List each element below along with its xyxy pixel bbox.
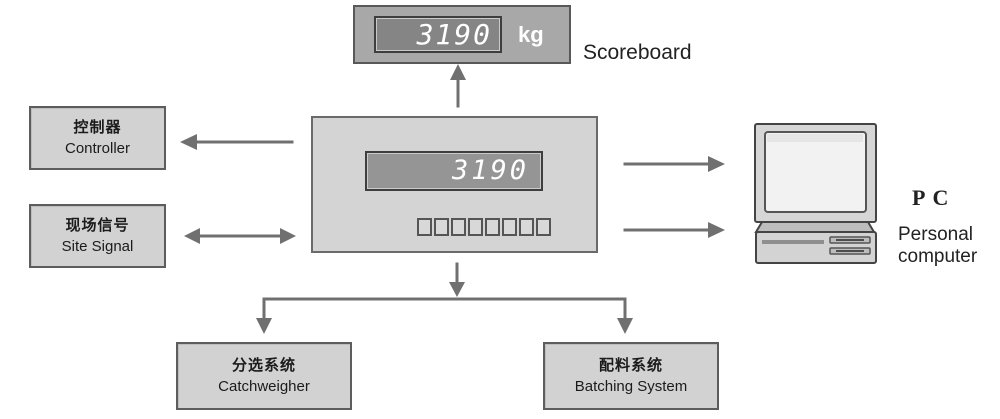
arrow-icon xyxy=(708,156,725,172)
pc-description: Personal computer xyxy=(898,224,977,268)
desktop-computer-icon xyxy=(754,123,877,264)
weighing-indicator: 3190 xyxy=(311,116,598,253)
arrow-icon xyxy=(708,222,725,238)
indicator-key xyxy=(417,218,432,236)
arrow-icon xyxy=(617,318,633,334)
indicator-key xyxy=(434,218,449,236)
batching-system-box: 配料系统 Batching System xyxy=(543,342,719,410)
pc-abbreviation: PC xyxy=(912,185,956,210)
scoreboard-display: 3190 kg xyxy=(353,5,571,64)
catchweigher-label-zh: 分选系统 xyxy=(231,355,296,374)
indicator-key xyxy=(451,218,466,236)
indicator-key xyxy=(502,218,517,236)
site-signal-label-en: Site Signal xyxy=(61,237,134,255)
controller-box: 控制器 Controller xyxy=(29,106,166,170)
controller-label-en: Controller xyxy=(64,139,131,157)
indicator-key xyxy=(519,218,534,236)
pc-description-line2: computer xyxy=(898,246,978,267)
arrow-icon xyxy=(280,228,296,244)
scoreboard-label: Scoreboard xyxy=(583,41,692,64)
indicator-key xyxy=(536,218,551,236)
controller-label-zh: 控制器 xyxy=(73,117,122,136)
indicator-keypad xyxy=(417,218,551,236)
catchweigher-label-en: Catchweigher xyxy=(218,377,310,395)
indicator-reading: 3190 xyxy=(365,151,543,191)
site-signal-label-zh: 现场信号 xyxy=(65,215,130,234)
batching-label-zh: 配料系统 xyxy=(598,355,663,374)
indicator-key xyxy=(485,218,500,236)
arrow-icon xyxy=(256,318,272,334)
batching-label-en: Batching System xyxy=(574,377,688,395)
pc-description-line1: Personal xyxy=(898,224,973,245)
arrow-icon xyxy=(449,282,465,297)
site-signal-box: 现场信号 Site Signal xyxy=(29,204,166,268)
scoreboard-unit: kg xyxy=(518,22,544,47)
arrow-icon xyxy=(184,228,200,244)
indicator-key xyxy=(468,218,483,236)
catchweigher-box: 分选系统 Catchweigher xyxy=(176,342,352,410)
arrow-icon xyxy=(450,64,466,80)
scoreboard-reading: 3190 xyxy=(374,16,502,53)
arrow-icon xyxy=(180,134,197,150)
